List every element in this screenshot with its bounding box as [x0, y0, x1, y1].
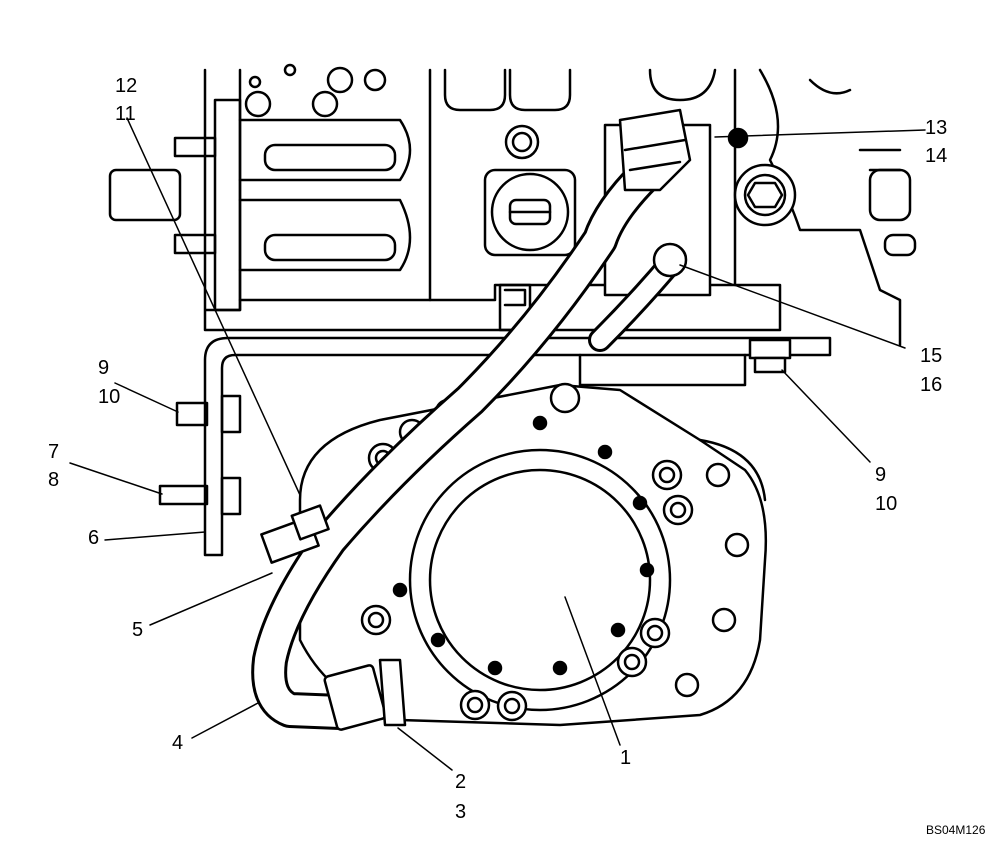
callout-4: 4 [172, 732, 184, 754]
callout-15: 15 [920, 345, 943, 367]
reference-code: BS04M126 [926, 823, 986, 837]
callout-3: 3 [455, 801, 467, 823]
callout-12: 12 [115, 75, 138, 97]
engine-housing [108, 63, 917, 347]
callout-2: 2 [455, 771, 467, 793]
callout-1: 1 [620, 747, 632, 769]
callout-6: 6 [88, 527, 100, 549]
leader-lines [69, 117, 926, 771]
hydraulic-hose [251, 108, 692, 731]
callout-10-left: 10 [98, 386, 121, 408]
callout-5: 5 [132, 619, 144, 641]
callout-10-right: 10 [875, 493, 898, 515]
callout-11: 11 [115, 103, 136, 125]
callout-8: 8 [48, 469, 60, 491]
callout-16: 16 [920, 374, 943, 396]
callout-9-left: 9 [98, 357, 110, 379]
callout-7: 7 [48, 441, 60, 463]
callout-14: 14 [925, 145, 948, 167]
mounting-bracket [158, 336, 832, 557]
callout-9-right: 9 [875, 464, 887, 486]
callout-13: 13 [925, 117, 948, 139]
